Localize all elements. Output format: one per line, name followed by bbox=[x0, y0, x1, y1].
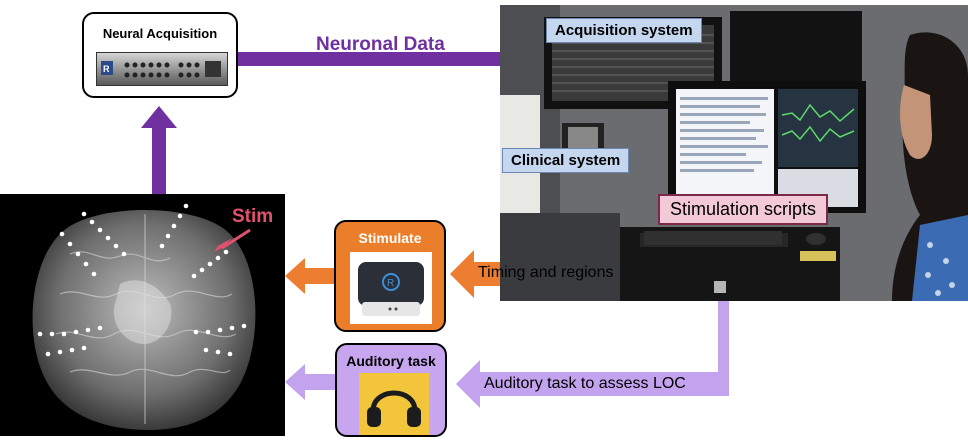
timing-and-regions-label: Timing and regions bbox=[478, 264, 614, 281]
stimulate-title: Stimulate bbox=[358, 230, 422, 246]
lab-scene-illustration bbox=[500, 5, 968, 301]
brain-panel bbox=[0, 194, 285, 436]
auditory-to-brain-arrow bbox=[285, 364, 335, 400]
brain-illustration bbox=[32, 203, 256, 430]
clinical-system-label: Clinical system bbox=[502, 148, 630, 173]
neural-acquisition-box: Neural Acquisition R bbox=[82, 12, 238, 98]
auditory-task-box: Auditory task bbox=[335, 343, 447, 437]
brain-to-acquisition-arrow bbox=[141, 106, 177, 194]
auditory-task-path bbox=[456, 300, 729, 408]
auditory-task-to-assess-loc-label: Auditory task to assess LOC bbox=[484, 375, 686, 392]
neuronal-data-label: Neuronal Data bbox=[316, 34, 445, 55]
acquisition-device-image: R bbox=[96, 52, 228, 86]
auditory-task-title: Auditory task bbox=[346, 353, 436, 369]
lab-setup-photo: Acquisition system Clinical system Stimu… bbox=[500, 5, 968, 301]
stimulation-scripts-label: Stimulation scripts bbox=[658, 194, 829, 225]
stim-label: Stim bbox=[232, 206, 274, 227]
neural-acquisition-title: Neural Acquisition bbox=[102, 26, 218, 41]
stimulate-box: Stimulate R bbox=[334, 220, 446, 332]
stimulator-device-image: R bbox=[350, 252, 432, 324]
svg-text:R: R bbox=[103, 64, 110, 74]
acquisition-system-label: Acquisition system bbox=[546, 18, 702, 43]
svg-text:R: R bbox=[387, 278, 394, 289]
headphones-image bbox=[359, 373, 429, 435]
stimulate-to-brain-arrow bbox=[285, 258, 334, 294]
